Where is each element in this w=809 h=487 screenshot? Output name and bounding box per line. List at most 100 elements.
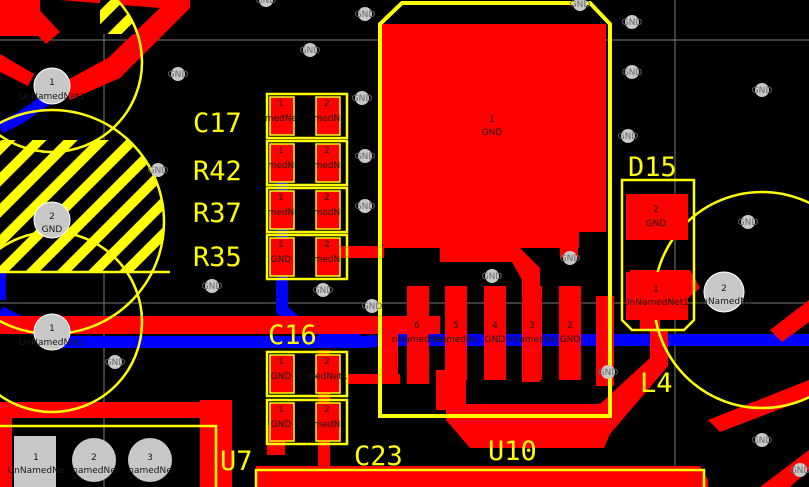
u10-pin5-num: 5: [453, 321, 459, 331]
gnd-via[interactable]: [573, 0, 587, 11]
designator-r37: R37: [193, 198, 242, 229]
gnd-via[interactable]: [205, 279, 219, 293]
r42-pad2-net: medN: [314, 161, 341, 171]
th-d-num: 2: [721, 284, 727, 294]
gnd-via-label: GND: [355, 152, 376, 162]
gnd-via[interactable]: [108, 355, 122, 369]
u10-pin5-net: NamedNe: [434, 335, 479, 345]
gnd-via-label: GND: [622, 68, 643, 78]
gnd-via[interactable]: [358, 149, 372, 163]
u7-pin1-num: 1: [33, 453, 39, 463]
gnd-via-label: GND: [313, 286, 334, 296]
c16-pad1-num: 1: [278, 357, 284, 367]
smd-pads[interactable]: [269, 96, 341, 442]
th-b-net: GND: [42, 225, 63, 235]
gnd-via[interactable]: [755, 433, 769, 447]
r37-pad1-num: 1: [278, 193, 284, 203]
r35-pad1-net: GND: [271, 255, 292, 265]
gnd-via[interactable]: [358, 7, 372, 21]
gnd-vias[interactable]: GND GND GND GND GND GND GND GND GND GND GND GND GND G…: [105, 0, 809, 477]
r37-pad2-num: 2: [324, 193, 330, 203]
gnd-via-label: GND: [752, 86, 773, 96]
gnd-via-label: GND: [148, 166, 169, 176]
designator-d15: D15: [628, 152, 677, 183]
gnd-via[interactable]: [755, 83, 769, 97]
c16-pad2-net: medNet1: [306, 372, 348, 382]
gnd-via-label: GND: [352, 94, 373, 104]
u10-pin4-net: GND: [485, 335, 506, 345]
u10-pin6-num: 6: [414, 321, 420, 331]
gnd-via[interactable]: [563, 251, 577, 265]
designator-c17: C17: [193, 108, 242, 139]
gnd-via-label: GND: [752, 436, 773, 446]
th-c-num: 1: [49, 324, 55, 334]
gnd-via[interactable]: [151, 163, 165, 177]
gnd-via[interactable]: [355, 91, 369, 105]
gnd-via[interactable]: [621, 129, 635, 143]
u10-pin2-net: GND: [560, 335, 581, 345]
thru-hole-pad-d: [703, 271, 745, 313]
gnd-via[interactable]: [365, 299, 379, 313]
gnd-via[interactable]: [303, 43, 317, 57]
u7-pads[interactable]: [14, 436, 172, 487]
d15-pad1-num: 1: [653, 285, 659, 295]
gnd-via-label: GND: [168, 70, 189, 80]
designator-u7: U7: [220, 446, 253, 477]
gnd-via[interactable]: [601, 365, 615, 379]
gnd-via[interactable]: [625, 15, 639, 29]
c16-pad2-num: 2: [324, 357, 330, 367]
designator-c16: C16: [268, 320, 317, 351]
r35-pad2-num: 2: [324, 240, 330, 250]
u10-tab-net: GND: [482, 128, 503, 138]
designator-l4: L4: [640, 368, 673, 399]
r35-pad2-net: medN: [314, 255, 341, 265]
th-b-num: 2: [49, 212, 55, 222]
gnd-via-label: GND: [482, 272, 503, 282]
gnd-via-label: GND: [362, 302, 383, 312]
gnd-via[interactable]: [625, 65, 639, 79]
gnd-via[interactable]: [259, 0, 273, 7]
u7-pin3-num: 3: [147, 453, 153, 463]
gnd-via[interactable]: [485, 269, 499, 283]
u10-pin4-num: 4: [492, 321, 498, 331]
r35-pad1-num: 1: [278, 240, 284, 250]
gnd-via-label: GND: [618, 132, 639, 142]
gnd-via-label: GND: [560, 254, 581, 264]
gnd-via[interactable]: [741, 215, 755, 229]
c23-pad2-net: medN: [314, 420, 341, 430]
gnd-via-label: GND: [738, 218, 759, 228]
th-c-net: UnNamedNet1: [19, 338, 85, 348]
gnd-via-label: GND: [202, 282, 223, 292]
c17-pad1-net: medNe: [265, 114, 298, 124]
gnd-via[interactable]: [316, 283, 330, 297]
u10-tab-num: 1: [489, 115, 495, 125]
c23-pad1-num: 1: [278, 405, 284, 415]
gnd-via-label: GND: [256, 0, 277, 6]
c17-pad2-net: medN: [314, 114, 341, 124]
r42-pad2-num: 2: [324, 146, 330, 156]
d15-pad1-net: UnNamedNet1: [623, 298, 689, 308]
r37-pad1-net: medN: [268, 208, 295, 218]
designators: C17 R42 R37 R35 C16 C23 U7 U10 D15 L4: [193, 108, 677, 477]
gnd-via[interactable]: [358, 199, 372, 213]
c17-pad2-num: 2: [324, 99, 330, 109]
gnd-via-label: GND: [355, 202, 376, 212]
hatched-copper-pour: [0, 140, 164, 272]
thru-hole-pads[interactable]: [33, 67, 745, 351]
d15-pad2-net: GND: [646, 219, 667, 229]
gnd-via-label: GND: [355, 10, 376, 20]
u7-pin2-num: 2: [91, 453, 97, 463]
u10-pin2-num: 2: [567, 321, 573, 331]
gnd-via-label: GND: [570, 0, 591, 10]
c23-pad1-net: GND: [271, 420, 292, 430]
r37-pad2-net: medN: [314, 208, 341, 218]
c23-pad2-num: 2: [324, 405, 330, 415]
gnd-via[interactable]: [793, 463, 807, 477]
d15-pads[interactable]: [626, 194, 688, 320]
designator-c23: C23: [354, 441, 403, 472]
th-d-net: UnNamedNe: [696, 297, 753, 307]
gnd-via[interactable]: [171, 67, 185, 81]
gnd-via-label: GND: [105, 358, 126, 368]
designator-r35: R35: [193, 242, 242, 273]
